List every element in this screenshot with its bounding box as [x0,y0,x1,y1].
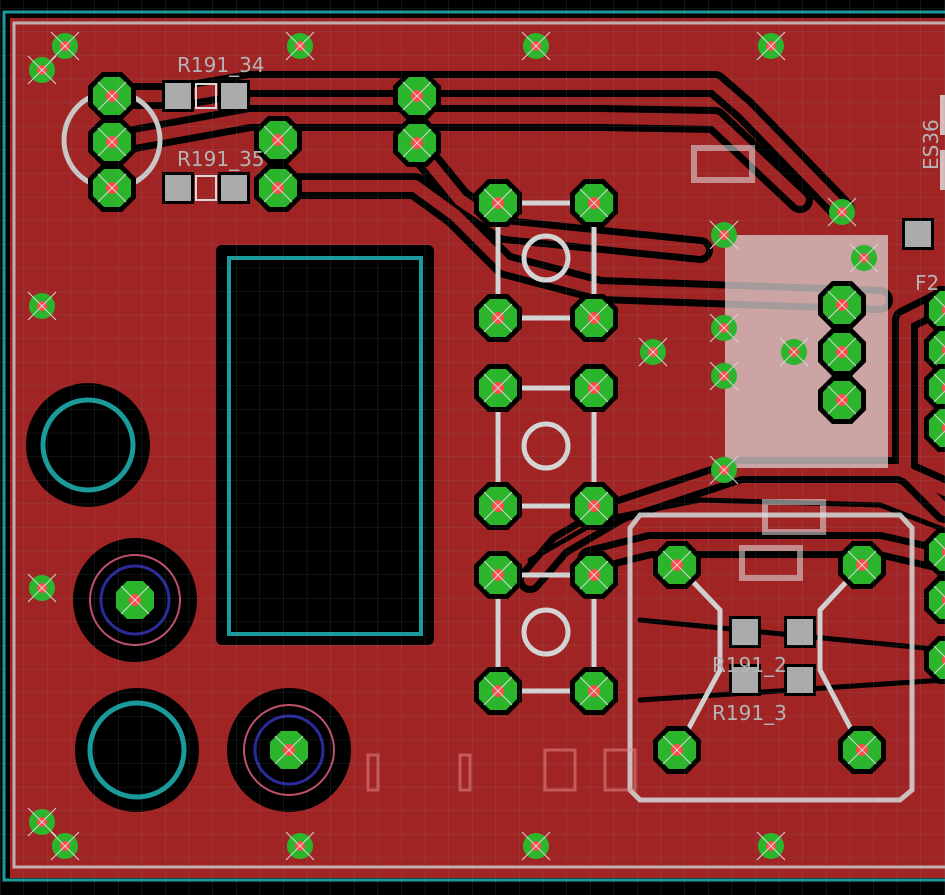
label-r191-3: R191_3 [712,701,787,725]
label-r191-34: R191_34 [177,53,265,77]
label-r191-35: R191_35 [177,147,265,171]
label-r191-2: R191_2 [712,653,787,677]
label-f2: F2 [915,271,939,295]
component-labels: R191_34 R191_35 R191_2 R191_3 ES36 F2 [177,53,943,725]
label-es36: ES36 [919,119,943,170]
